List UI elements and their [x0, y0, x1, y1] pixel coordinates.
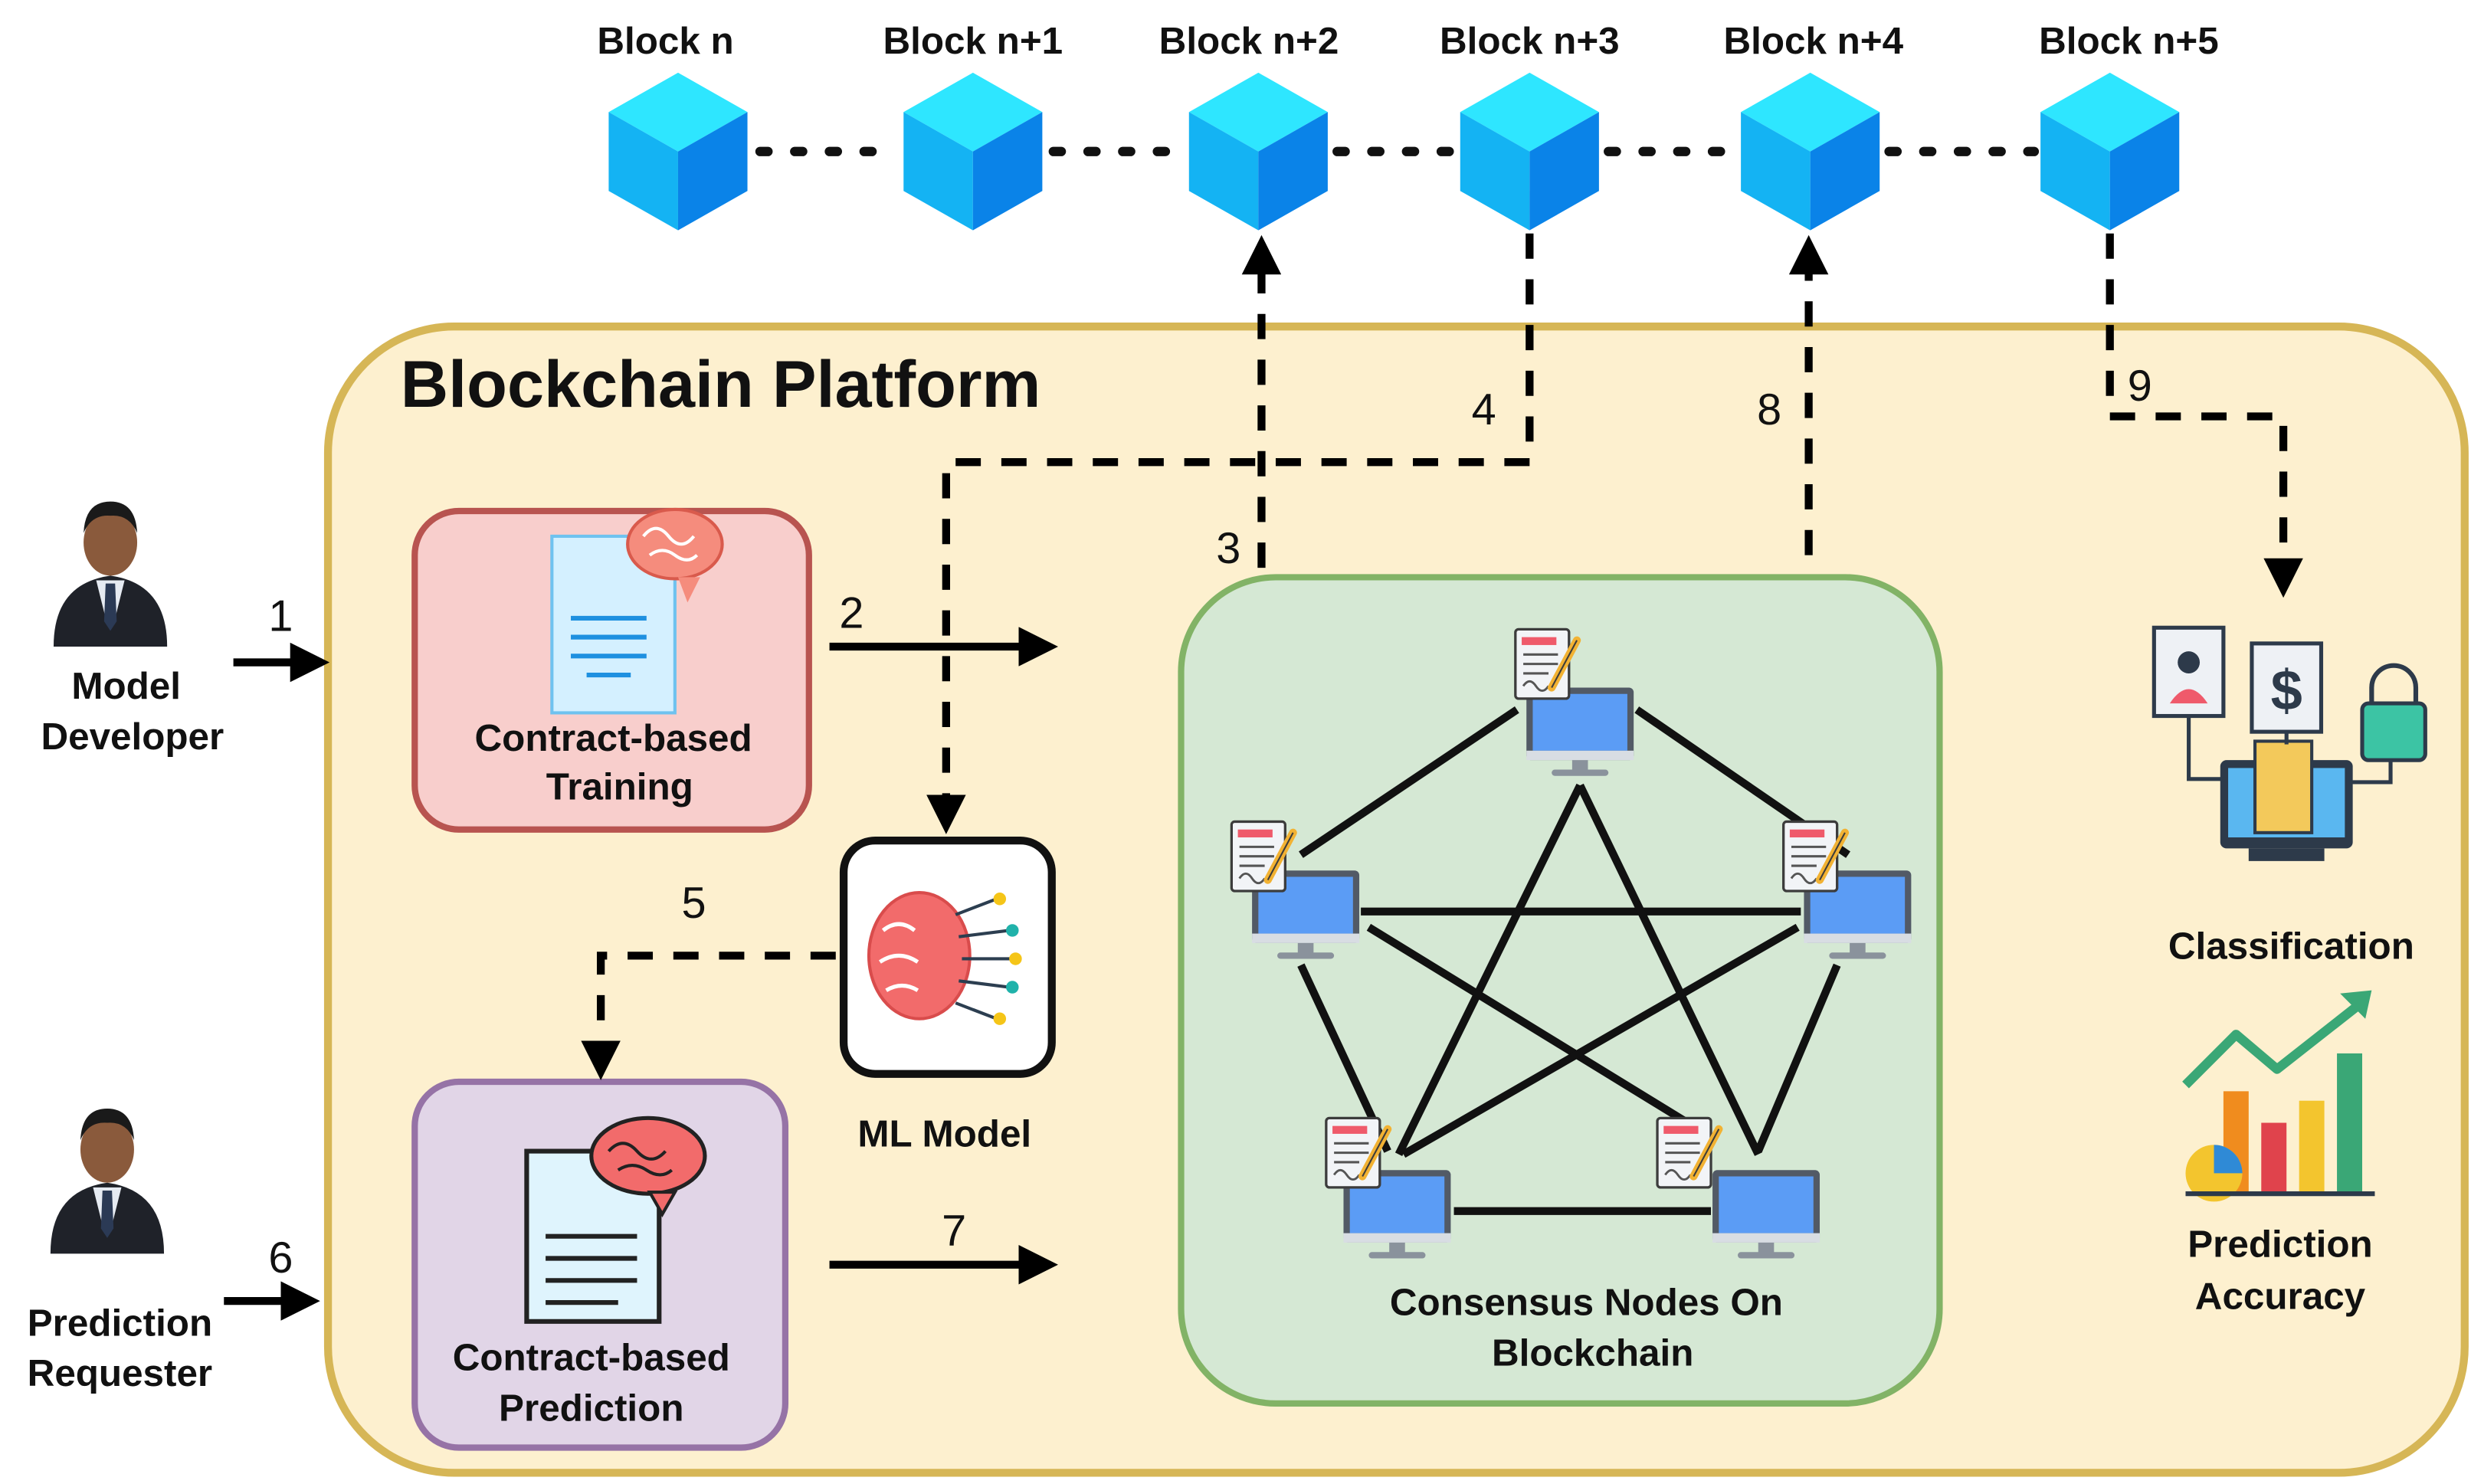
step-number: 5 [682, 879, 706, 928]
block-label: Block n+3 [1440, 20, 1620, 62]
step-number: 7 [942, 1207, 966, 1256]
brain-icon [589, 1115, 707, 1218]
contract-icon [1657, 1118, 1719, 1188]
block-cube-icon [608, 72, 748, 231]
block-cube-icon [1460, 72, 1599, 231]
model-developer-actor: Model Developer [41, 501, 224, 758]
block-cube-icon [903, 72, 1043, 231]
block-label: Block n+4 [1723, 20, 1903, 62]
step-number: 1 [268, 591, 293, 640]
consensus-label: Blockchain [1492, 1332, 1693, 1374]
block-label: Block n [597, 20, 733, 62]
contract-icon [1326, 1118, 1388, 1188]
ml-model-box [839, 836, 1056, 1078]
accuracy-label: Prediction [2188, 1223, 2372, 1265]
arrow-step-4 [926, 233, 1534, 834]
prediction-requester-actor: Prediction Requester [28, 1109, 212, 1394]
person-icon [53, 501, 168, 647]
step-number: 2 [839, 588, 864, 637]
block-label: Block n+1 [883, 20, 1063, 62]
arrow-step-5 [581, 952, 836, 1080]
block-cube-icon [1188, 72, 1328, 231]
step-number: 8 [1757, 385, 1781, 434]
consensus-nodes-box: Consensus Nodes On Blockchain [1178, 574, 1943, 1407]
actor-label: Requester [28, 1352, 212, 1394]
contract-icon [1516, 629, 1577, 699]
actor-label: Prediction [28, 1302, 212, 1344]
prediction-accuracy-chart-icon [2182, 990, 2375, 1202]
contract-icon [1784, 821, 1845, 891]
step-number: 6 [268, 1233, 293, 1283]
prediction-label: Contract-based [453, 1337, 730, 1379]
consensus-label: Consensus Nodes On [1390, 1282, 1783, 1324]
dollar-icon: $ [2271, 658, 2302, 722]
classification-label: Classification [2168, 925, 2414, 967]
contract-icon [1231, 821, 1293, 891]
actor-label: Developer [41, 716, 224, 758]
consensus-network-edges [1297, 706, 1850, 1215]
brain-icon [626, 507, 724, 603]
ml-brain-icon [867, 890, 1022, 1025]
contract-prediction-box: Contract-based Prediction [411, 1078, 789, 1451]
step-number: 9 [2128, 362, 2152, 411]
step-number: 3 [1216, 524, 1240, 573]
training-label: Contract-based [475, 717, 752, 759]
block-cube-icon [1741, 72, 1880, 231]
person-icon [50, 1109, 165, 1254]
blockchain-chain: Block n Block n+1 Block n+2 Block n+3 Bl… [597, 20, 2219, 231]
block-cube-icon [2040, 72, 2180, 231]
block-label: Block n+2 [1159, 20, 1339, 62]
accuracy-label: Accuracy [2195, 1275, 2366, 1317]
prediction-label: Prediction [499, 1387, 683, 1430]
step-number: 4 [1472, 385, 1496, 434]
prediction-document-icon [524, 1148, 662, 1324]
block-label: Block n+5 [2039, 20, 2219, 62]
actor-label: Model [71, 665, 181, 707]
classification-icon: $ [2151, 625, 2427, 861]
training-label: Training [546, 766, 693, 808]
ml-model-label: ML Model [857, 1112, 1031, 1155]
contract-training-box: Contract-based Training [411, 507, 812, 833]
platform-title: Blockchain Platform [401, 348, 1041, 421]
arrow-step-9 [2106, 233, 2303, 598]
